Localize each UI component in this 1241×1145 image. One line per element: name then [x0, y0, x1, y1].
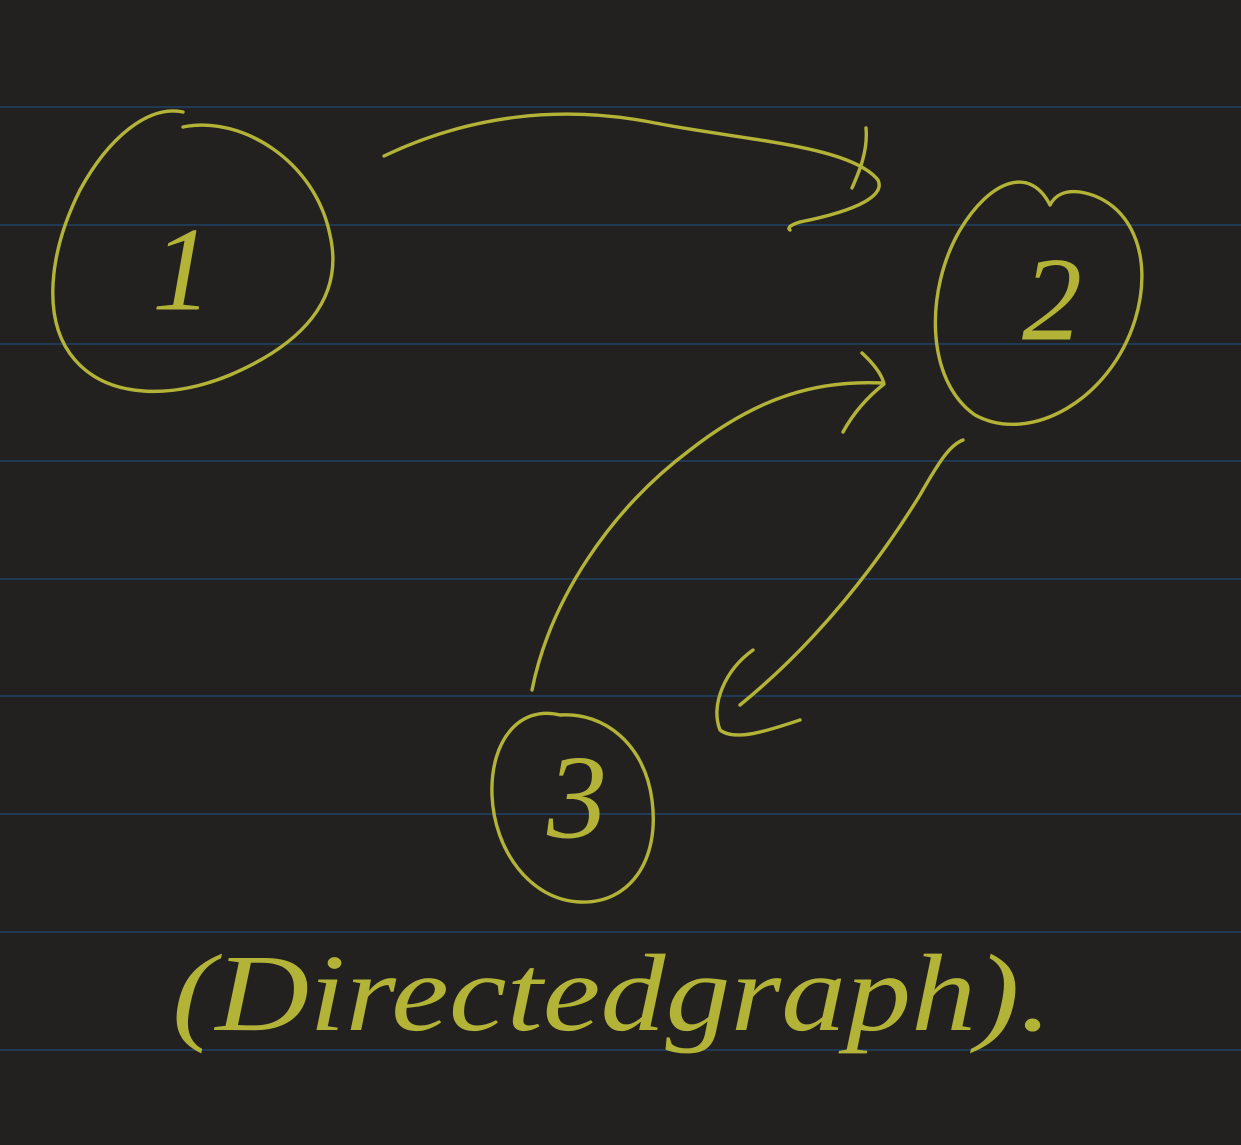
- caption-open-paren: (: [172, 932, 223, 1054]
- edge-2-to-3: [715, 438, 965, 737]
- graph-node-2: 2: [933, 180, 1144, 426]
- node-circle: [933, 180, 1144, 426]
- caption-word-graph: graph: [665, 932, 976, 1054]
- arrowhead-icon: [850, 126, 868, 190]
- node-label: 3: [546, 731, 607, 864]
- arrowhead-icon: [715, 648, 802, 737]
- edge-arrow-line: [738, 438, 965, 707]
- edge-arrow-line: [382, 112, 881, 224]
- ruled-lines: [0, 106, 1241, 1051]
- node-circle: [51, 109, 335, 394]
- edge-1-to-2: [382, 112, 881, 232]
- node-label: 2: [1022, 233, 1082, 366]
- arrowhead-icon: [787, 220, 802, 232]
- arrowhead-icon: [841, 351, 886, 434]
- caption-close-paren: ).: [969, 932, 1052, 1054]
- graph-node-3: 3: [490, 711, 655, 904]
- node-label: 1: [152, 203, 212, 336]
- node-circle: [490, 711, 655, 904]
- edge-arrow-line: [530, 380, 885, 692]
- graph-node-1: 1: [51, 109, 335, 394]
- caption-word-directed: Directed: [213, 932, 667, 1054]
- edge-3-to-2: [530, 351, 886, 692]
